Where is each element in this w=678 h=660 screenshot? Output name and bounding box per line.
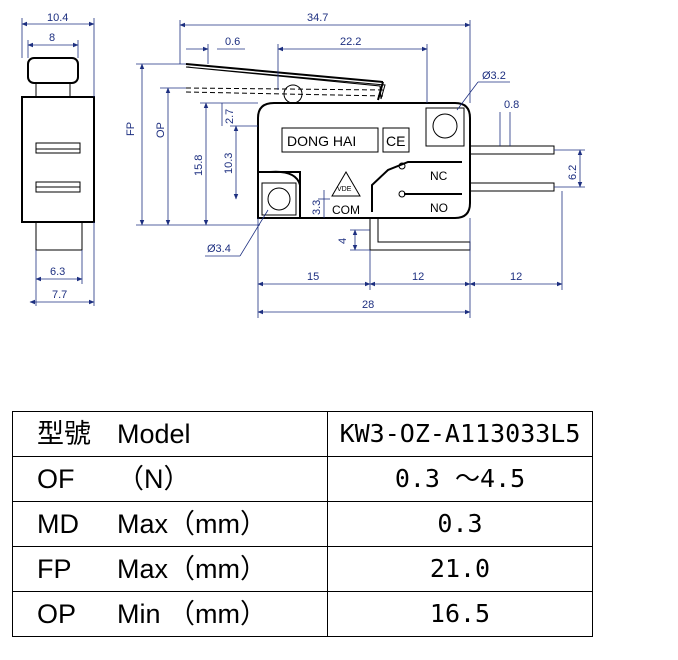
dim-height-10-3: 10.3 [223,153,235,174]
table-row: OF （N） 0.3 ～4.5 [12,456,593,502]
table-cell-value: 0.3 ～4.5 [327,456,593,502]
table-cell-param: OP Min （mm） [12,591,328,637]
table-row: 型號 Model KW3-OZ-A113033L5 [12,411,593,457]
table-row: MD Max（mm） 0.3 [12,501,593,547]
dim-side-inner: 8 [49,32,55,44]
dim-lever-thickness: 0.6 [225,36,240,48]
no-label: NO [430,201,448,215]
param-name: Model [117,419,191,449]
param-name: Max（mm） [117,509,267,539]
dim-bottom-28: 28 [362,299,374,311]
table-cell-param: OF （N） [12,456,328,502]
param-name: Max（mm） [117,554,267,584]
front-view: DONG HAI CE VDE COM NC NO 34.7 0.6 22.2 … [125,12,585,318]
dim-fp: FP [125,122,137,136]
dim-side-base: 6.3 [50,266,65,278]
table-cell-value: 21.0 [327,546,593,592]
param-key: OF [37,464,75,494]
dim-hole-left: Ø3.4 [207,243,231,255]
table-row: FP Max（mm） 21.0 [12,546,593,592]
table-cell-param: 型號 Model [12,411,328,457]
dim-bottom-12a: 12 [412,271,424,283]
dim-height-3-3: 3.3 [311,200,323,215]
dim-total-length: 34.7 [307,12,328,24]
dim-bottom-12b: 12 [510,271,522,283]
switch-technical-drawing: 10.4 8 6.3 7.7 DONG HAI [21,12,585,318]
dim-bottom-15: 15 [307,271,319,283]
table-cell-value: KW3-OZ-A113033L5 [327,411,593,457]
dim-height-2-7: 2.7 [224,109,236,124]
table-cell-value: 16.5 [327,591,593,637]
param-key: 型號 [37,419,91,449]
param-name: Min （mm） [117,599,267,629]
dim-side-bottom: 7.7 [52,289,67,301]
param-key: OP [37,599,77,629]
table-row: OP Min （mm） 16.5 [12,591,593,637]
dim-side-width: 10.4 [47,12,68,24]
brand-label: DONG HAI [287,133,356,149]
param-key: FP [37,554,72,584]
dim-terminal-pitch: 6.2 [567,165,579,180]
param-name: （N） [117,464,191,494]
dim-lever-span: 22.2 [340,36,361,48]
nc-label: NC [430,169,448,183]
dim-terminal-thickness: 0.8 [504,99,519,111]
com-label: COM [332,203,360,217]
param-key: MD [37,509,79,539]
side-view: 10.4 8 6.3 7.7 [21,12,95,306]
table-cell-value: 0.3 [327,501,593,547]
ce-mark: CE [386,133,405,149]
dim-op: OP [155,122,167,138]
dim-height-15-8: 15.8 [193,155,205,176]
vde-mark: VDE [337,186,352,193]
dim-height-4: 4 [337,238,349,244]
table-cell-param: FP Max（mm） [12,546,328,592]
dim-hole-right: Ø3.2 [482,70,506,82]
table-cell-param: MD Max（mm） [12,501,328,547]
